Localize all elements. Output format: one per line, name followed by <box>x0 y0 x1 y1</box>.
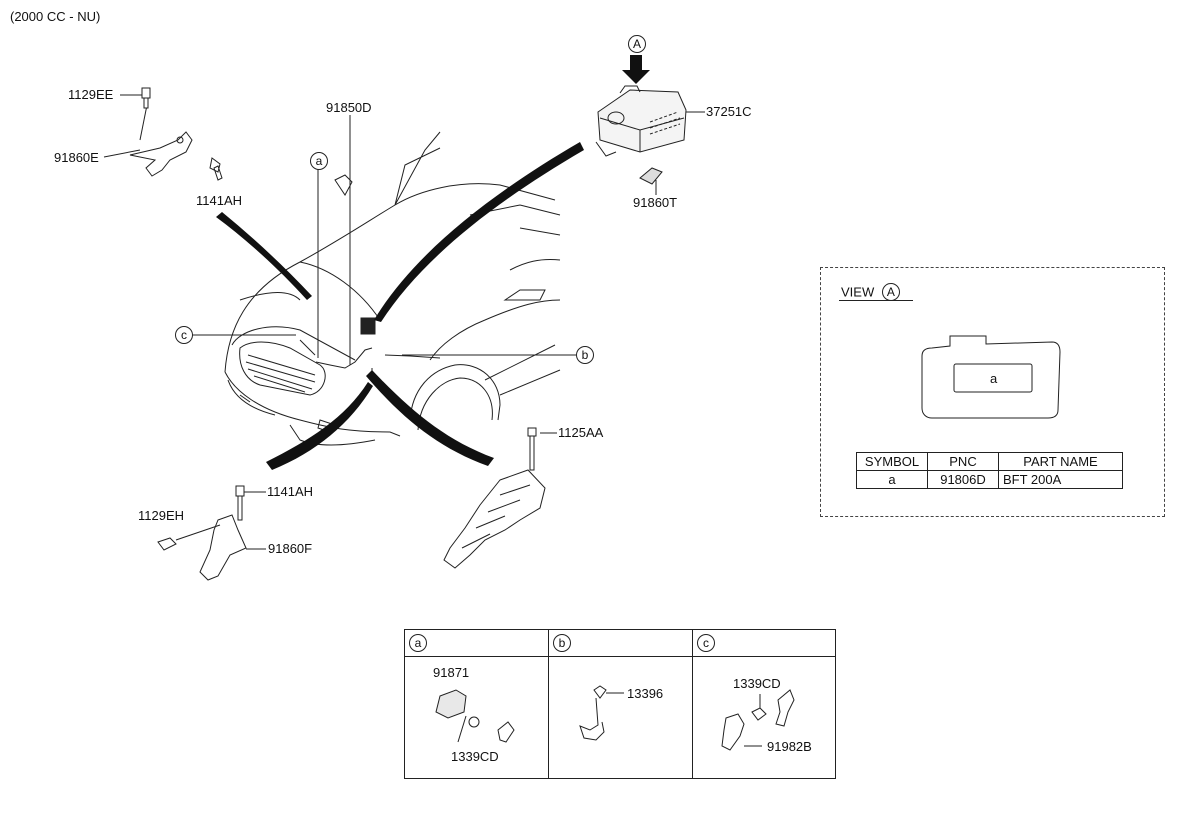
wire-harness-path <box>299 170 441 382</box>
callout-1141AH-top: 1141AH <box>196 193 243 208</box>
callout-91860F: 91860F <box>268 541 313 556</box>
detail-panel-a: a 91871 1339CD <box>405 630 549 778</box>
sweep-arrow-top-left <box>216 212 312 300</box>
detail-panels: a 91871 1339CD b 13396 c 1339CD 91982B <box>404 629 836 779</box>
bracket-1125AA <box>443 427 546 569</box>
cell-part-name: BFT 200A <box>998 470 1123 489</box>
cell-symbol: a <box>856 470 928 489</box>
view-a-panel: VIEW A a SYMBOL PNC PART NAME a 91806D B… <box>820 267 1165 517</box>
marker-a: a <box>310 152 328 170</box>
header-pnc: PNC <box>927 452 999 471</box>
detail-a-label-1339CD: 1339CD <box>451 749 499 764</box>
leader-91860E <box>103 149 141 158</box>
detail-panel-c-header: c <box>693 630 835 657</box>
parts-table-header: SYMBOL PNC PART NAME <box>856 452 1123 471</box>
leader-1141AH-top <box>139 104 148 141</box>
detail-c-label-91982B: 91982B <box>767 739 812 754</box>
engine-label: (2000 CC - NU) <box>10 9 101 24</box>
detail-panel-b: b 13396 <box>549 630 693 778</box>
callout-1129EE: 1129EE <box>68 87 114 102</box>
header-part-name: PART NAME <box>998 452 1123 471</box>
sweep-arrow-top-right <box>374 142 584 322</box>
callout-1129EH: 1129EH <box>138 508 185 523</box>
view-title-text: VIEW <box>841 284 875 300</box>
detail-b-label-13396: 13396 <box>627 686 664 701</box>
callout-91860T: 91860T <box>633 195 678 210</box>
front-bumper <box>227 379 336 433</box>
front-grille <box>239 341 326 396</box>
bracket-91860E <box>129 87 223 181</box>
detail-panel-a-header: a <box>405 630 548 657</box>
callout-1141AH-bottom: 1141AH <box>267 484 314 499</box>
header-symbol: SYMBOL <box>856 452 928 471</box>
marker-b: b <box>576 346 594 364</box>
marker-c: c <box>175 326 193 344</box>
fuse-box-37251C <box>595 85 687 157</box>
relay-box-small <box>360 317 376 335</box>
detail-marker-b: b <box>553 634 571 652</box>
car-body-outline <box>224 131 561 446</box>
detail-panel-b-header: b <box>549 630 692 657</box>
bracket-91860F <box>157 485 247 581</box>
parts-table: SYMBOL PNC PART NAME a 91806D BFT 200A <box>856 452 1123 489</box>
bft-200a-outline <box>921 335 1061 419</box>
detail-marker-c: c <box>697 634 715 652</box>
connector-91860T <box>639 167 663 185</box>
callout-37251C: 37251C <box>706 104 752 119</box>
sweep-arrow-bottom-right <box>366 370 494 466</box>
down-arrow-A <box>622 55 650 84</box>
leader-1129EH <box>175 524 221 541</box>
view-title-underline <box>839 300 913 301</box>
callout-1125AA: 1125AA <box>558 425 604 440</box>
marker-A: A <box>628 35 646 53</box>
detail-panel-c: c 1339CD 91982B <box>693 630 835 778</box>
detail-c-label-1339CD: 1339CD <box>733 676 781 691</box>
detail-parts <box>435 685 795 751</box>
table-row: a 91806D BFT 200A <box>856 470 1123 489</box>
view-inner-label: a <box>990 371 998 386</box>
callout-91860E: 91860E <box>54 150 99 165</box>
callout-91850D: 91850D <box>326 100 372 115</box>
sweep-arrow-bottom-left <box>266 382 373 470</box>
view-marker: A <box>881 283 900 301</box>
detail-marker-a: a <box>409 634 427 652</box>
cell-pnc: 91806D <box>927 470 999 489</box>
view-title: VIEW A <box>841 283 900 302</box>
detail-a-label-91871: 91871 <box>433 665 470 680</box>
